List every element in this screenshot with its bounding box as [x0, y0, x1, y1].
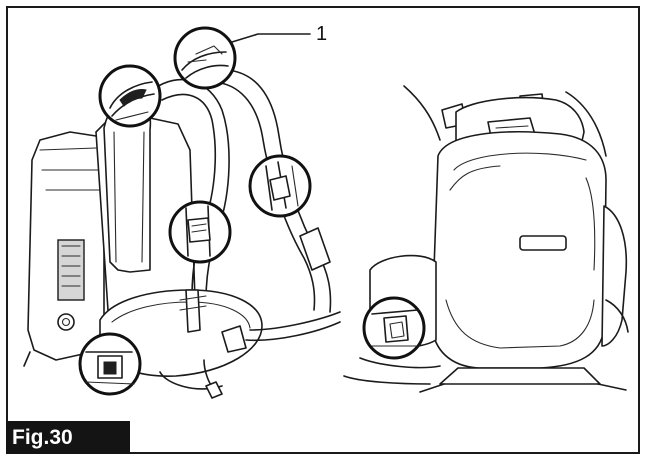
panel-vents [61, 245, 81, 287]
housing-panel [57, 239, 85, 301]
strap-tip [205, 381, 223, 399]
callout-number-1: 1 [316, 23, 327, 45]
detail-circle-callout-1 [173, 26, 237, 90]
right-view-backpack [343, 85, 629, 393]
side-strap-right [605, 299, 629, 333]
callout-leader-line [231, 33, 311, 43]
detail-circle-rear-buckle [362, 296, 426, 360]
vertical-connector [185, 289, 201, 333]
shell-badge [519, 235, 567, 251]
detail-circle-middle-strap [168, 200, 232, 264]
back-shell [431, 131, 607, 369]
connector-lines [179, 295, 207, 311]
detail-circle-upper-left [98, 64, 162, 128]
waist-strap-right [249, 311, 341, 331]
shell-contour-sides [449, 165, 596, 271]
housing-ribs [39, 147, 101, 191]
shell-contour-bottom [445, 299, 595, 349]
rear-strap-left [403, 85, 441, 141]
base-plate [439, 367, 601, 385]
waist-buckle [221, 325, 247, 353]
engine-knob-center [61, 317, 71, 327]
ground-line [343, 375, 431, 385]
top-handle-line [495, 125, 529, 129]
left-view-harness: 1 [23, 23, 341, 399]
side-shell-right [601, 205, 628, 347]
base-edges [419, 383, 627, 393]
left-strap-stitching [113, 131, 145, 263]
engine-knob [57, 313, 75, 331]
figure-label: Fig.30 [6, 421, 130, 454]
detail-circle-bottom-buckle [78, 332, 142, 396]
detail-circle-right-strap [248, 154, 312, 218]
waist-strap-right-2 [245, 321, 341, 342]
rear-strap-right [565, 91, 607, 157]
lower-strap-left [359, 357, 441, 369]
strap-buckle [299, 227, 331, 271]
shell-contour-top [453, 152, 587, 171]
